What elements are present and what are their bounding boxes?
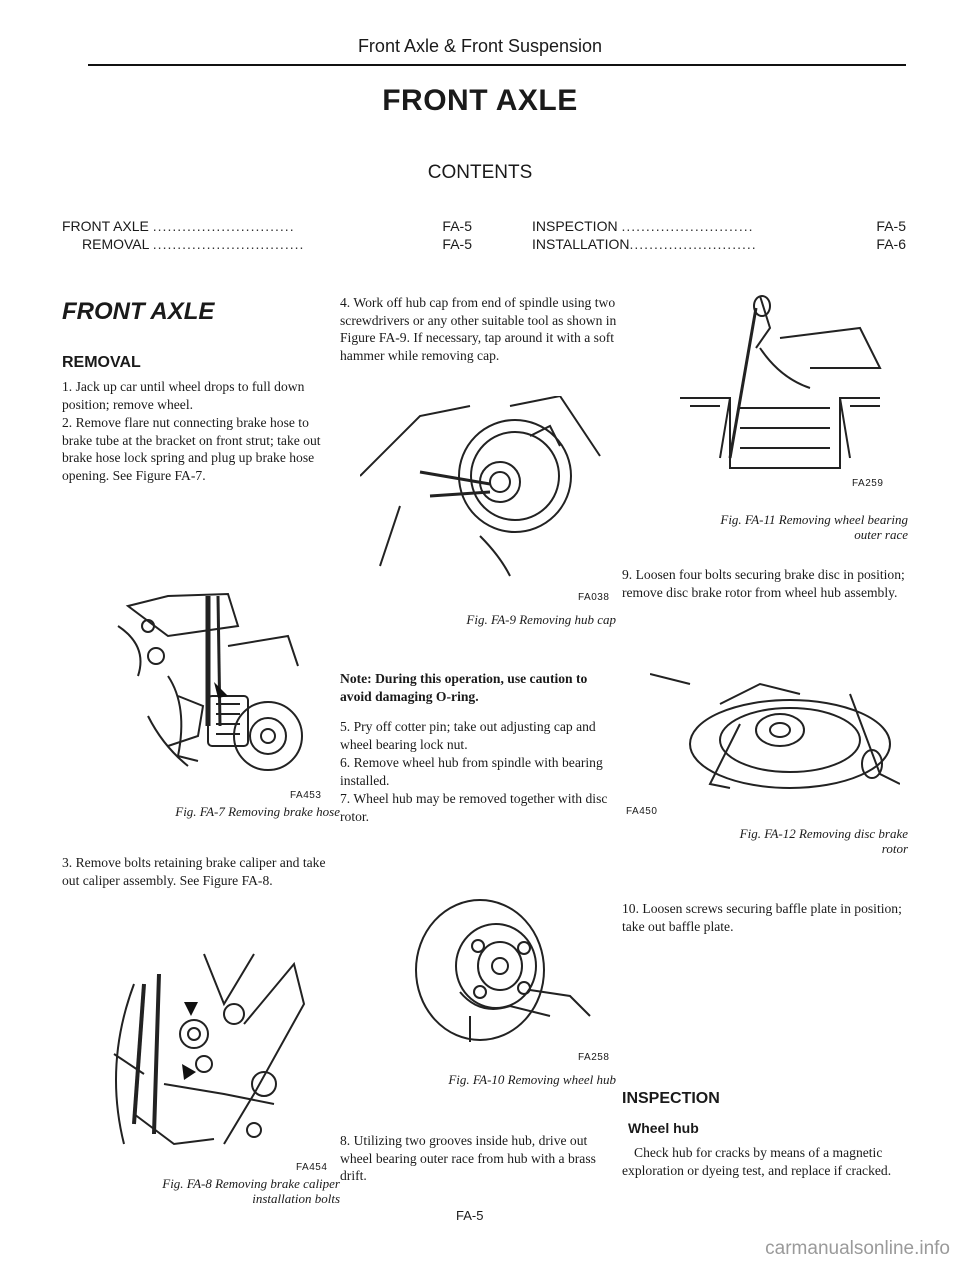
figure-code: FA258 bbox=[578, 1052, 610, 1063]
step-9: 9. Loosen four bolts securing brake disc… bbox=[622, 567, 905, 600]
step-7: 7. Wheel hub may be removed together wit… bbox=[340, 791, 608, 824]
figure-code: FA454 bbox=[296, 1162, 328, 1173]
toc-entry[interactable]: FRONT AXLE ............................. bbox=[62, 218, 295, 234]
figure-caption: Fig. FA-8 Removing brake caliper bbox=[162, 1176, 340, 1191]
toc-page: FA-5 bbox=[442, 236, 472, 252]
figure-fa9-illustration bbox=[360, 396, 620, 586]
step-4: 4. Work off hub cap from end of spindle … bbox=[340, 295, 617, 363]
figure-caption-cont: installation bolts bbox=[252, 1191, 340, 1206]
page-title: FRONT AXLE bbox=[382, 84, 578, 117]
running-header: Front Axle & Front Suspension bbox=[357, 36, 603, 56]
figure-code: FA259 bbox=[852, 478, 884, 489]
figure-fa11-illustration bbox=[660, 288, 910, 488]
contents-title: CONTENTS bbox=[427, 162, 533, 183]
figure-code: FA453 bbox=[290, 790, 322, 801]
subheading-removal: REMOVAL bbox=[62, 354, 141, 371]
figure-code: FA038 bbox=[578, 592, 610, 603]
step-5: 5. Pry off cotter pin; take out adjustin… bbox=[340, 719, 596, 752]
step-2: 2. Remove flare nut connecting brake hos… bbox=[62, 415, 321, 483]
figure-fa12-illustration bbox=[650, 664, 900, 804]
toc-entry[interactable]: INSTALLATION.......................... bbox=[532, 236, 757, 252]
figure-code: FA450 bbox=[626, 806, 658, 817]
header-rule bbox=[88, 64, 906, 66]
subheading-wheel-hub: Wheel hub bbox=[628, 1120, 699, 1136]
figure-fa7-illustration bbox=[108, 586, 308, 786]
figure-caption: Fig. FA-12 Removing disc brake bbox=[739, 826, 908, 841]
section-heading-front-axle: FRONT AXLE bbox=[62, 298, 215, 325]
step-3: 3. Remove bolts retaining brake caliper … bbox=[62, 855, 326, 888]
watermark: carmanualsonline.info bbox=[765, 1238, 950, 1259]
toc-entry[interactable]: INSPECTION ........................... bbox=[532, 218, 754, 234]
note-o-ring: Note: During this operation, use caution… bbox=[340, 671, 588, 704]
step-6: 6. Remove wheel hub from spindle with be… bbox=[340, 755, 603, 788]
figure-fa10-illustration bbox=[400, 896, 600, 1046]
toc-page: FA-6 bbox=[876, 236, 906, 252]
step-10: 10. Loosen screws securing baffle plate … bbox=[622, 901, 902, 934]
figure-caption: Fig. FA-9 Removing hub cap bbox=[466, 612, 616, 627]
subheading-inspection: INSPECTION bbox=[622, 1090, 720, 1107]
figure-caption: Fig. FA-7 Removing brake hose bbox=[175, 804, 340, 819]
step-8: 8. Utilizing two grooves inside hub, dri… bbox=[340, 1133, 596, 1184]
figure-fa8-illustration bbox=[104, 944, 314, 1154]
wheel-hub-text: Check hub for cracks by means of a magne… bbox=[622, 1145, 892, 1178]
figure-caption-cont: outer race bbox=[854, 527, 908, 542]
toc-entry[interactable]: REMOVAL ............................... bbox=[82, 236, 305, 252]
page-number: FA-5 bbox=[456, 1208, 484, 1223]
figure-caption: Fig. FA-10 Removing wheel hub bbox=[448, 1072, 616, 1087]
figure-caption: Fig. FA-11 Removing wheel bearing bbox=[720, 512, 908, 527]
toc-page: FA-5 bbox=[442, 218, 472, 234]
figure-caption-cont: rotor bbox=[881, 841, 908, 856]
toc-page: FA-5 bbox=[876, 218, 906, 234]
step-1: 1. Jack up car until wheel drops to full… bbox=[62, 379, 305, 412]
